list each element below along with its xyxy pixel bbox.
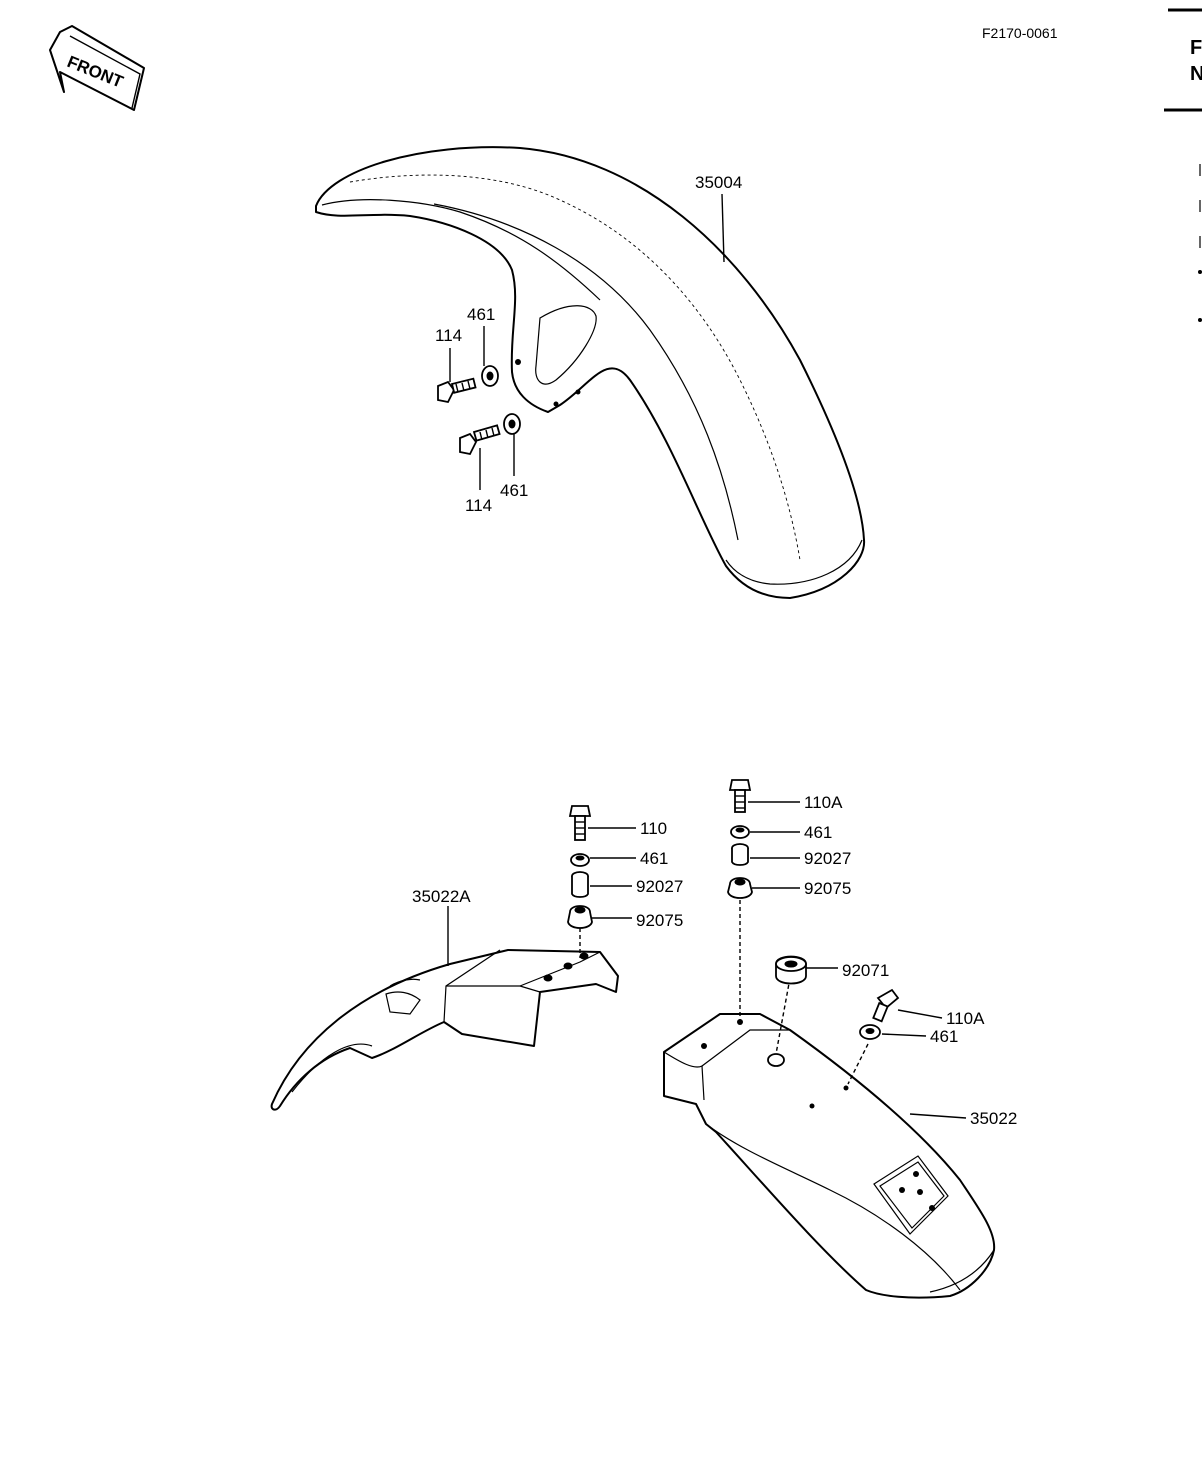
stack-a-bolt-part-number: 110 — [640, 819, 667, 838]
rear-fender-leader — [909, 1113, 967, 1119]
stack-c-centerline — [847, 1043, 869, 1085]
edge-text-2: N — [1190, 63, 1202, 85]
stack-b-damper-part-number: 92075 — [804, 879, 851, 898]
grommet-part-number: 92071 — [842, 961, 889, 980]
stack-c-washer — [859, 1024, 881, 1040]
stack-b-washer — [730, 825, 750, 839]
grommet — [775, 955, 807, 985]
rear-fender-part-number: 35022 — [970, 1109, 1017, 1128]
page-edge: F N — [1164, 8, 1202, 322]
stack-a-washer — [570, 853, 590, 867]
stack-a-damper — [567, 905, 593, 929]
front-washer-lower-part-number: 461 — [500, 481, 528, 500]
rear-front-fender-section — [270, 949, 619, 1111]
edge-text-1: F — [1190, 37, 1202, 59]
stack-a-washer-part-number: 461 — [640, 849, 668, 868]
stack-a-bolt — [568, 805, 592, 841]
stack-b-damper — [727, 877, 753, 899]
rear-front-fender-part-number: 35022A — [412, 887, 471, 906]
front-fender-leader — [721, 193, 725, 263]
front-washer-upper-part-number: 461 — [467, 305, 495, 324]
grommet-centerline — [775, 977, 791, 1055]
stack-b-bolt — [728, 779, 752, 813]
diagram-code: F2170-0061 — [982, 25, 1058, 41]
stack-c-washer-leader — [881, 1033, 927, 1037]
front-direction-arrow: FRONT — [49, 25, 145, 111]
stack-b-washer-part-number: 461 — [804, 823, 832, 842]
stack-c-washer-part-number: 461 — [930, 1027, 958, 1046]
front-washer-lower — [503, 413, 521, 435]
front-bolt-upper — [437, 377, 477, 404]
stack-b-bolt-part-number: 110A — [804, 793, 843, 812]
front-fender — [315, 146, 866, 599]
stack-c-bolt-part-number: 110A — [946, 1009, 985, 1028]
stack-c-bolt-leader — [897, 1009, 943, 1019]
stack-a-damper-part-number: 92075 — [636, 911, 683, 930]
stack-a-collar-part-number: 92027 — [636, 877, 683, 896]
stack-a-collar — [571, 871, 589, 898]
stack-c-bolt — [872, 988, 900, 1023]
stack-b-collar-part-number: 92027 — [804, 849, 851, 868]
front-bolt-lower — [459, 424, 501, 456]
rear-fender — [663, 1013, 996, 1299]
front-bolt-upper-part-number: 114 — [435, 326, 462, 345]
front-bolt-lower-part-number: 114 — [465, 496, 492, 515]
stack-b-collar — [731, 843, 749, 866]
front-fender-part-number: 35004 — [695, 173, 742, 192]
front-washer-upper — [481, 365, 499, 387]
